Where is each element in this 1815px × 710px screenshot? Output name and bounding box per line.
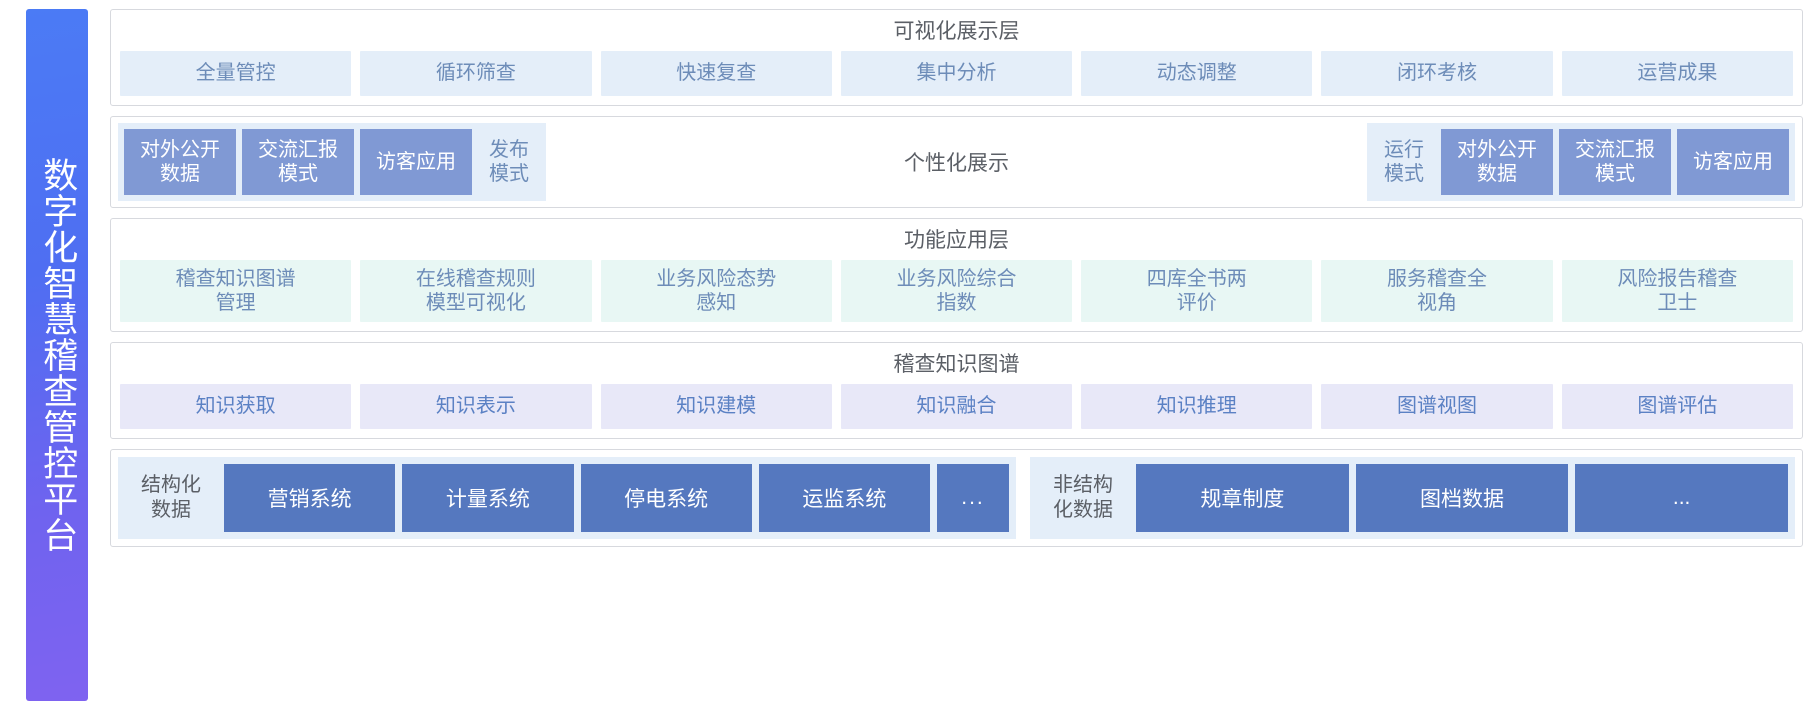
personalized-right-group: 运行模式 对外公开数据 交流汇报模式 访客应用 — [1367, 123, 1795, 201]
layer-personalized-title: 个性化展示 — [904, 152, 1009, 175]
data-box-structured-2[interactable]: 停电系统 — [580, 464, 752, 532]
cell-visualization-1[interactable]: 循环筛查 — [360, 51, 592, 96]
layer-functional-title: 功能应用层 — [904, 229, 1009, 252]
cell-visualization-6[interactable]: 运营成果 — [1561, 51, 1793, 96]
data-box-unstructured-0[interactable]: 规章制度 — [1136, 464, 1349, 532]
data-box-structured-3[interactable]: 运监系统 — [758, 464, 930, 532]
cell-knowledge-1[interactable]: 知识表示 — [360, 384, 592, 429]
cell-functional-4[interactable]: 四库全书两评价 — [1081, 260, 1313, 322]
chip-left-1[interactable]: 交流汇报模式 — [242, 129, 354, 195]
layer-knowledge-graph: 稽查知识图谱 知识获取 知识表示 知识建模 知识融合 知识推理 图谱视图 图谱评… — [110, 342, 1803, 439]
layer-personalized: 对外公开数据 交流汇报模式 访客应用 发布模式 个性化展示 运行模式 对外公开数… — [110, 116, 1803, 208]
cell-functional-0[interactable]: 稽查知识图谱管理 — [120, 260, 352, 322]
chip-right-1[interactable]: 对外公开数据 — [1441, 129, 1553, 195]
layer-functional-cells: 稽查知识图谱管理 在线稽查规则模型可视化 业务风险态势感知 业务风险综合指数 四… — [111, 260, 1802, 331]
chip-right-3[interactable]: 访客应用 — [1677, 129, 1789, 195]
data-box-structured-more[interactable]: ... — [937, 464, 1009, 532]
layer-visualization-title: 可视化展示层 — [893, 20, 1020, 43]
layer-functional: 功能应用层 稽查知识图谱管理 在线稽查规则模型可视化 业务风险态势感知 业务风险… — [110, 218, 1803, 332]
layer-visualization: 可视化展示层 全量管控 循环筛查 快速复查 集中分析 动态调整 闭环考核 运营成… — [110, 9, 1803, 106]
cell-functional-1[interactable]: 在线稽查规则模型可视化 — [360, 260, 592, 322]
structured-data-group: 结构化数据 营销系统 计量系统 停电系统 运监系统 ... — [118, 457, 1017, 539]
cell-visualization-2[interactable]: 快速复查 — [600, 51, 832, 96]
cell-functional-5[interactable]: 服务稽查全视角 — [1321, 260, 1553, 322]
cell-knowledge-6[interactable]: 图谱评估 — [1561, 384, 1793, 429]
data-box-unstructured-more[interactable]: ... — [1575, 464, 1788, 532]
cell-visualization-3[interactable]: 集中分析 — [840, 51, 1073, 96]
layer-knowledge-graph-cells: 知识获取 知识表示 知识建模 知识融合 知识推理 图谱视图 图谱评估 — [111, 384, 1802, 438]
chip-left-3[interactable]: 发布模式 — [489, 138, 529, 185]
cell-knowledge-3[interactable]: 知识融合 — [840, 384, 1073, 429]
personalized-left-group: 对外公开数据 交流汇报模式 访客应用 发布模式 — [118, 123, 546, 201]
cell-visualization-0[interactable]: 全量管控 — [120, 51, 352, 96]
cell-visualization-5[interactable]: 闭环考核 — [1321, 51, 1553, 96]
cell-knowledge-5[interactable]: 图谱视图 — [1321, 384, 1553, 429]
cell-knowledge-2[interactable]: 知识建模 — [600, 384, 832, 429]
platform-title: 数字化智慧稽查管控平台 — [38, 157, 78, 553]
cell-visualization-4[interactable]: 动态调整 — [1081, 51, 1313, 96]
cell-knowledge-4[interactable]: 知识推理 — [1081, 384, 1313, 429]
unstructured-data-label: 非结构化数据 — [1053, 474, 1114, 521]
cell-functional-6[interactable]: 风险报告稽查卫士 — [1561, 260, 1793, 322]
cell-knowledge-0[interactable]: 知识获取 — [120, 384, 352, 429]
chip-left-2[interactable]: 访客应用 — [360, 129, 472, 195]
layer-visualization-cells: 全量管控 循环筛查 快速复查 集中分析 动态调整 闭环考核 运营成果 — [111, 51, 1802, 105]
layer-stack: 可视化展示层 全量管控 循环筛查 快速复查 集中分析 动态调整 闭环考核 运营成… — [110, 9, 1803, 701]
data-box-structured-0[interactable]: 营销系统 — [224, 464, 396, 532]
chip-left-0[interactable]: 对外公开数据 — [124, 129, 236, 195]
cell-functional-3[interactable]: 业务风险综合指数 — [840, 260, 1073, 322]
cell-functional-2[interactable]: 业务风险态势感知 — [600, 260, 832, 322]
layer-knowledge-graph-title: 稽查知识图谱 — [893, 353, 1020, 376]
layer-data-sources: 结构化数据 营销系统 计量系统 停电系统 运监系统 ... 非结构化数据 规章制… — [110, 449, 1803, 547]
chip-right-2[interactable]: 交流汇报模式 — [1559, 129, 1671, 195]
platform-sidebar: 数字化智慧稽查管控平台 — [26, 9, 88, 701]
data-box-unstructured-1[interactable]: 图档数据 — [1355, 464, 1569, 532]
unstructured-data-group: 非结构化数据 规章制度 图档数据 ... — [1030, 457, 1795, 539]
structured-data-label: 结构化数据 — [141, 474, 201, 521]
chip-right-0[interactable]: 运行模式 — [1384, 138, 1424, 185]
data-box-structured-1[interactable]: 计量系统 — [402, 464, 574, 532]
